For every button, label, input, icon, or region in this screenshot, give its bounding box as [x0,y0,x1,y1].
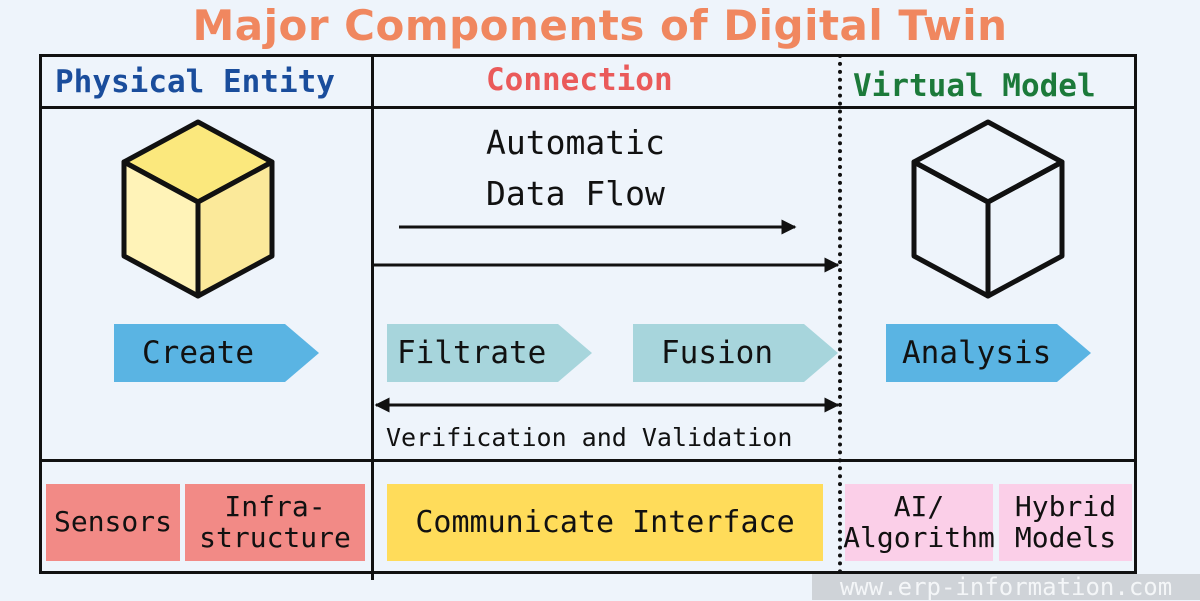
column-divider [371,54,374,580]
verification-label: Verification and Validation [386,423,793,452]
infrastructure-label-line1: Infra- [224,489,326,523]
communicate-interface-label: Communicate Interface [415,505,795,540]
infrastructure-box: Infra- structure [185,484,365,561]
infrastructure-label-line2: structure [199,520,351,554]
create-step-label: Create [142,335,254,371]
virtual-model-header: Virtual Model [853,68,1096,104]
sensors-label: Sensors [53,505,172,539]
filtrate-step-label: Filtrate [397,335,547,371]
hybrid-models-box: Hybrid Models [999,484,1132,561]
filtrate-step: Filtrate [387,324,592,382]
filled-cube-icon [121,119,275,299]
analysis-step-label: Analysis [902,335,1052,371]
bottom-divider [39,459,1137,462]
communicate-interface-box: Communicate Interface [387,484,823,561]
sensors-box: Sensors [46,484,180,561]
fusion-step: Fusion [633,324,838,382]
physical-entity-header: Physical Entity [55,64,335,100]
column-divider-dotted [838,54,842,574]
automatic-label: Automatic [486,123,665,162]
header-divider [39,106,1137,109]
ai-label-line2: Algorithm [843,520,995,554]
watermark: www.erp-information.com [812,574,1200,600]
diagram-frame [39,54,1137,574]
connection-header: Connection [486,62,673,98]
data-flow-label: Data Flow [486,174,665,213]
ai-label-line1: AI/ [893,489,945,523]
ai-algorithm-box: AI/ Algorithm [843,484,995,561]
create-step: Create [114,324,319,382]
hybrid-label-line2: Models [1014,520,1117,554]
hybrid-label-line1: Hybrid [1014,489,1117,523]
analysis-step: Analysis [886,324,1091,382]
fusion-step-label: Fusion [661,335,773,371]
outline-cube-icon [911,119,1065,299]
page-title: Major Components of Digital Twin [192,1,1008,50]
